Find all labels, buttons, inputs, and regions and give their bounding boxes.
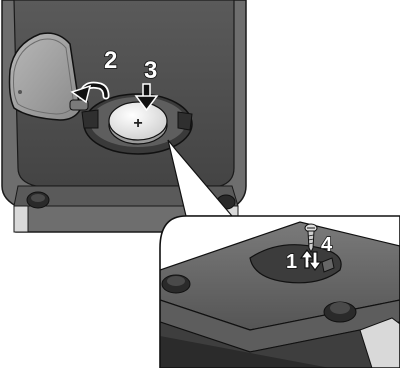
zoom-inset: 1 4: [160, 216, 400, 368]
battery-polarity-label: +: [133, 115, 142, 132]
step-1-label: 1: [286, 251, 297, 273]
step-3-label: 3: [144, 57, 157, 84]
step-2-label: 2: [104, 47, 117, 74]
step-4-label: 4: [321, 234, 333, 256]
battery-compartment: +: [82, 94, 192, 154]
coin-cell-battery: +: [109, 102, 167, 144]
